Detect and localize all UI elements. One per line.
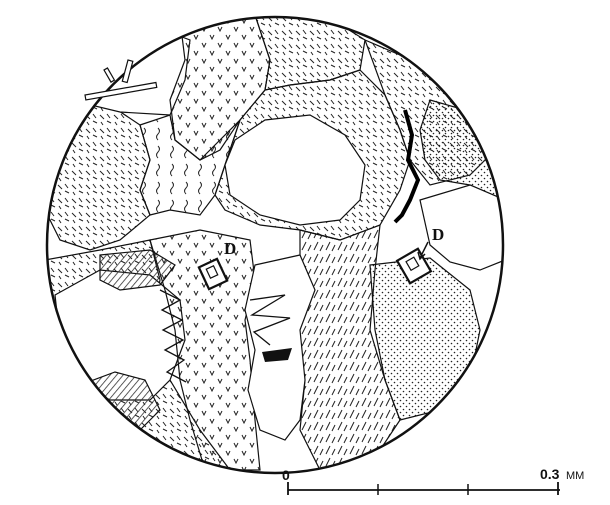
scale-unit: MM	[566, 470, 584, 482]
mark-label-right: D	[432, 225, 444, 244]
scale-bar	[288, 482, 560, 495]
scale-end-value: 0.3	[540, 466, 560, 482]
scale-start-label: 0	[282, 467, 290, 483]
mark-label-left: D	[224, 239, 236, 258]
grain-clear-top-left	[40, 25, 190, 120]
grain-dashed-upper-left	[40, 100, 150, 250]
